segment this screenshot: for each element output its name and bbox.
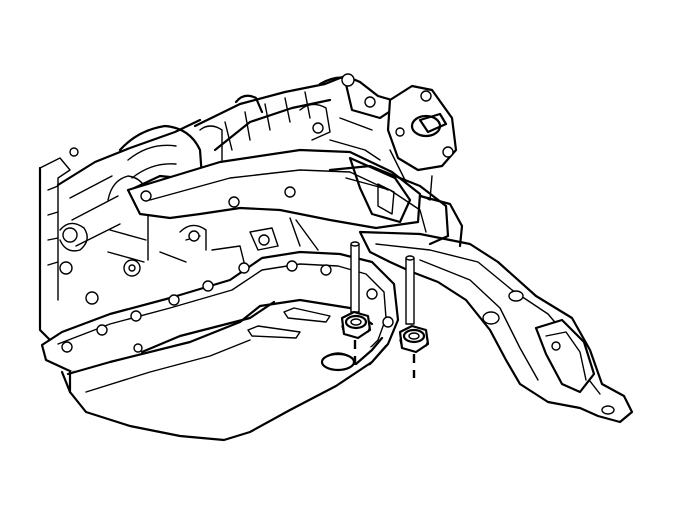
engine-bolt-icon: [312, 122, 324, 134]
pan-bolt-icon: [202, 280, 214, 292]
upper-cross-plate: [126, 148, 422, 230]
installation-axes: [353, 340, 416, 378]
stud-left: [350, 241, 360, 313]
nut-right: [398, 324, 430, 354]
plate-bolt-icon: [228, 196, 240, 208]
support-bracket: [328, 164, 634, 424]
engine-bolt-icon: [188, 230, 200, 242]
pan-flange-bolts: [61, 260, 394, 353]
pan-bolt-icon: [286, 260, 298, 272]
engine-assembly: [38, 73, 458, 347]
engine-bolt-icon: [258, 234, 270, 246]
stud-icon: [350, 243, 360, 313]
stud-right: [405, 255, 415, 325]
stud-icon: [405, 257, 415, 325]
pan-bolt-icon: [382, 316, 394, 328]
pan-bolt-icon: [61, 341, 73, 353]
pan-bolt-icon: [366, 288, 378, 300]
plate-bolt-icon: [284, 186, 296, 198]
engine-bolt-icon: [123, 259, 141, 277]
pan-bolt-icon: [320, 264, 332, 276]
bracket-hole-icon: [601, 405, 615, 415]
engine-bolt-icon: [59, 261, 73, 275]
pan-bolt-icon: [168, 294, 180, 306]
engine-bolt-icon: [364, 96, 376, 108]
pan-bolt-icon: [96, 324, 108, 336]
pan-bolt-icon: [133, 343, 143, 353]
engine-bolt-icon: [341, 73, 355, 87]
pan-bolt-icon: [238, 262, 250, 274]
engine-bolt-icon: [420, 90, 432, 102]
bracket-hole-icon: [482, 311, 500, 325]
bracket-hole-icon: [508, 290, 524, 302]
engine-bolt-icon: [395, 127, 405, 137]
oil-pan: [40, 250, 400, 442]
engine-bolt-icon: [442, 146, 454, 158]
plate-bolt-icon: [140, 190, 152, 202]
pan-bolt-icon: [130, 310, 142, 322]
engine-bolt-icon: [85, 291, 99, 305]
engine-bolt-icon: [62, 227, 78, 243]
engine-bolt-icon: [69, 147, 79, 157]
nut-left: [340, 310, 372, 340]
